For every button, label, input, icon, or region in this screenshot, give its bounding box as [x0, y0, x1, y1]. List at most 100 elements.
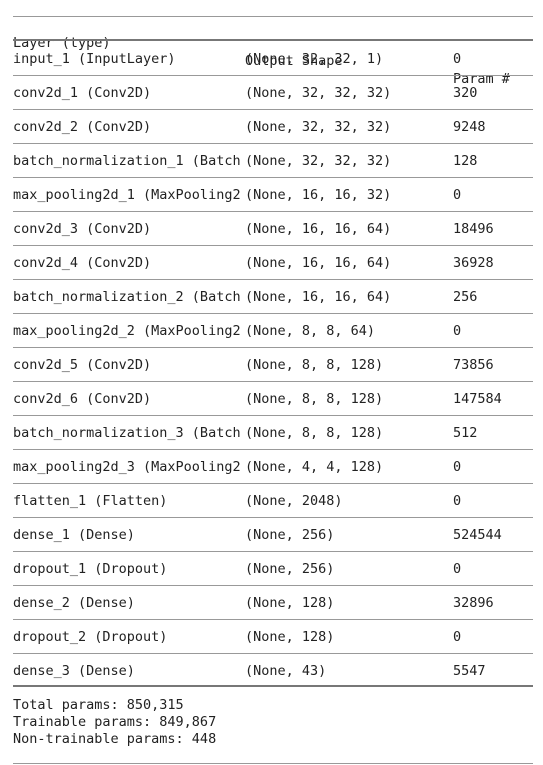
table-row: batch_normalization_2 (Batch(None, 16, 1… [0, 288, 543, 306]
layer-param-count: 256 [453, 289, 478, 305]
row-separator [13, 245, 533, 246]
top-rule [13, 16, 533, 17]
row-separator [13, 653, 533, 654]
row-separator [13, 211, 533, 212]
layer-param-count: 524544 [453, 527, 502, 543]
table-row: dense_1 (Dense) (None, 256) 524544 [0, 526, 543, 544]
row-separator [13, 143, 533, 144]
row-separator [13, 483, 533, 484]
header-double-rule [13, 39, 533, 41]
table-row: conv2d_5 (Conv2D) (None, 8, 8, 128) 73856 [0, 356, 543, 374]
row-separator [13, 279, 533, 280]
output-shape-column-header: Output Shape [245, 53, 343, 69]
layer-output-shape: (None, 8, 8, 128) [245, 425, 384, 441]
table-row: conv2d_3 (Conv2D) (None, 16, 16, 64) 18496 [0, 220, 543, 238]
layer-param-count: 0 [453, 493, 462, 509]
layer-param-count: 5547 [453, 663, 486, 679]
row-separator [13, 415, 533, 416]
layer-name: conv2d_2 (Conv2D) [13, 119, 152, 135]
layer-name: input_1 (InputLayer) [13, 51, 176, 67]
row-separator [13, 381, 533, 382]
layer-output-shape: (None, 32, 32, 32) [245, 153, 392, 169]
bottom-rule [13, 763, 533, 764]
header-row: Layer (type) Output Shape Param # [0, 16, 543, 87]
table-row: conv2d_1 (Conv2D) (None, 32, 32, 32) 320 [0, 84, 543, 102]
table-row: max_pooling2d_2 (MaxPooling2(None, 8, 8,… [0, 322, 543, 340]
layer-name: max_pooling2d_2 (MaxPooling2 [13, 323, 241, 339]
layer-param-count: 0 [453, 629, 462, 645]
table-row: flatten_1 (Flatten) (None, 2048) 0 [0, 492, 543, 510]
layer-output-shape: (None, 256) [245, 561, 335, 577]
trainable-params: Trainable params: 849,867 [13, 714, 217, 730]
layer-param-count: 18496 [453, 221, 494, 237]
layer-param-count: 32896 [453, 595, 494, 611]
layer-name: conv2d_1 (Conv2D) [13, 85, 152, 101]
layer-output-shape: (None, 43) [245, 663, 327, 679]
layer-output-shape: (None, 32, 32, 1) [245, 51, 384, 67]
footer-double-rule [13, 685, 533, 687]
layer-name: conv2d_6 (Conv2D) [13, 391, 152, 407]
table-row: dense_2 (Dense) (None, 128) 32896 [0, 594, 543, 612]
row-separator [13, 109, 533, 110]
layer-name: dense_3 (Dense) [13, 663, 135, 679]
table-row: conv2d_2 (Conv2D) (None, 32, 32, 32) 9248 [0, 118, 543, 136]
layer-output-shape: (None, 128) [245, 629, 335, 645]
layer-param-count: 0 [453, 459, 462, 475]
layer-param-count: 320 [453, 85, 478, 101]
row-separator [13, 177, 533, 178]
layer-name: conv2d_5 (Conv2D) [13, 357, 152, 373]
layer-output-shape: (None, 2048) [245, 493, 343, 509]
layer-param-count: 0 [453, 323, 462, 339]
layer-output-shape: (None, 16, 16, 64) [245, 221, 392, 237]
layer-output-shape: (None, 256) [245, 527, 335, 543]
table-row: dropout_1 (Dropout) (None, 256) 0 [0, 560, 543, 578]
layer-name: batch_normalization_2 (Batch [13, 289, 241, 305]
layer-name: batch_normalization_3 (Batch [13, 425, 241, 441]
row-separator [13, 75, 533, 76]
layer-output-shape: (None, 16, 16, 64) [245, 255, 392, 271]
layer-param-count: 0 [453, 51, 462, 67]
table-row: conv2d_6 (Conv2D) (None, 8, 8, 128) 147584 [0, 390, 543, 408]
row-separator [13, 551, 533, 552]
layer-name: batch_normalization_1 (Batch [13, 153, 241, 169]
layer-name: dense_1 (Dense) [13, 527, 135, 543]
layer-param-count: 0 [453, 187, 462, 203]
row-separator [13, 585, 533, 586]
layer-name: dropout_1 (Dropout) [13, 561, 168, 577]
layer-output-shape: (None, 16, 16, 64) [245, 289, 392, 305]
row-separator [13, 517, 533, 518]
row-separator [13, 619, 533, 620]
table-row: conv2d_4 (Conv2D) (None, 16, 16, 64) 36928 [0, 254, 543, 272]
layer-name: conv2d_3 (Conv2D) [13, 221, 152, 237]
layer-param-count: 147584 [453, 391, 502, 407]
layer-output-shape: (None, 128) [245, 595, 335, 611]
table-row: max_pooling2d_3 (MaxPooling2(None, 4, 4,… [0, 458, 543, 476]
layer-output-shape: (None, 32, 32, 32) [245, 119, 392, 135]
table-row: input_1 (InputLayer) (None, 32, 32, 1) 0 [0, 50, 543, 68]
table-row: max_pooling2d_1 (MaxPooling2(None, 16, 1… [0, 186, 543, 204]
layer-output-shape: (None, 8, 8, 128) [245, 391, 384, 407]
non-trainable-params: Non-trainable params: 448 [13, 731, 217, 747]
layer-output-shape: (None, 8, 8, 64) [245, 323, 376, 339]
layer-name: dense_2 (Dense) [13, 595, 135, 611]
row-separator [13, 347, 533, 348]
total-params: Total params: 850,315 [13, 697, 184, 713]
layer-name: max_pooling2d_3 (MaxPooling2 [13, 459, 241, 475]
row-separator [13, 449, 533, 450]
layer-output-shape: (None, 32, 32, 32) [245, 85, 392, 101]
layer-name: conv2d_4 (Conv2D) [13, 255, 152, 271]
table-row: batch_normalization_3 (Batch(None, 8, 8,… [0, 424, 543, 442]
row-separator [13, 313, 533, 314]
layer-name: dropout_2 (Dropout) [13, 629, 168, 645]
table-row: dropout_2 (Dropout) (None, 128) 0 [0, 628, 543, 646]
layer-param-count: 36928 [453, 255, 494, 271]
layer-output-shape: (None, 4, 4, 128) [245, 459, 384, 475]
table-row: dense_3 (Dense) (None, 43) 5547 [0, 662, 543, 680]
layer-param-count: 73856 [453, 357, 494, 373]
layer-param-count: 9248 [453, 119, 486, 135]
layer-name: max_pooling2d_1 (MaxPooling2 [13, 187, 241, 203]
table-row: batch_normalization_1 (Batch(None, 32, 3… [0, 152, 543, 170]
layer-param-count: 0 [453, 561, 462, 577]
layer-name: flatten_1 (Flatten) [13, 493, 168, 509]
layer-output-shape: (None, 8, 8, 128) [245, 357, 384, 373]
